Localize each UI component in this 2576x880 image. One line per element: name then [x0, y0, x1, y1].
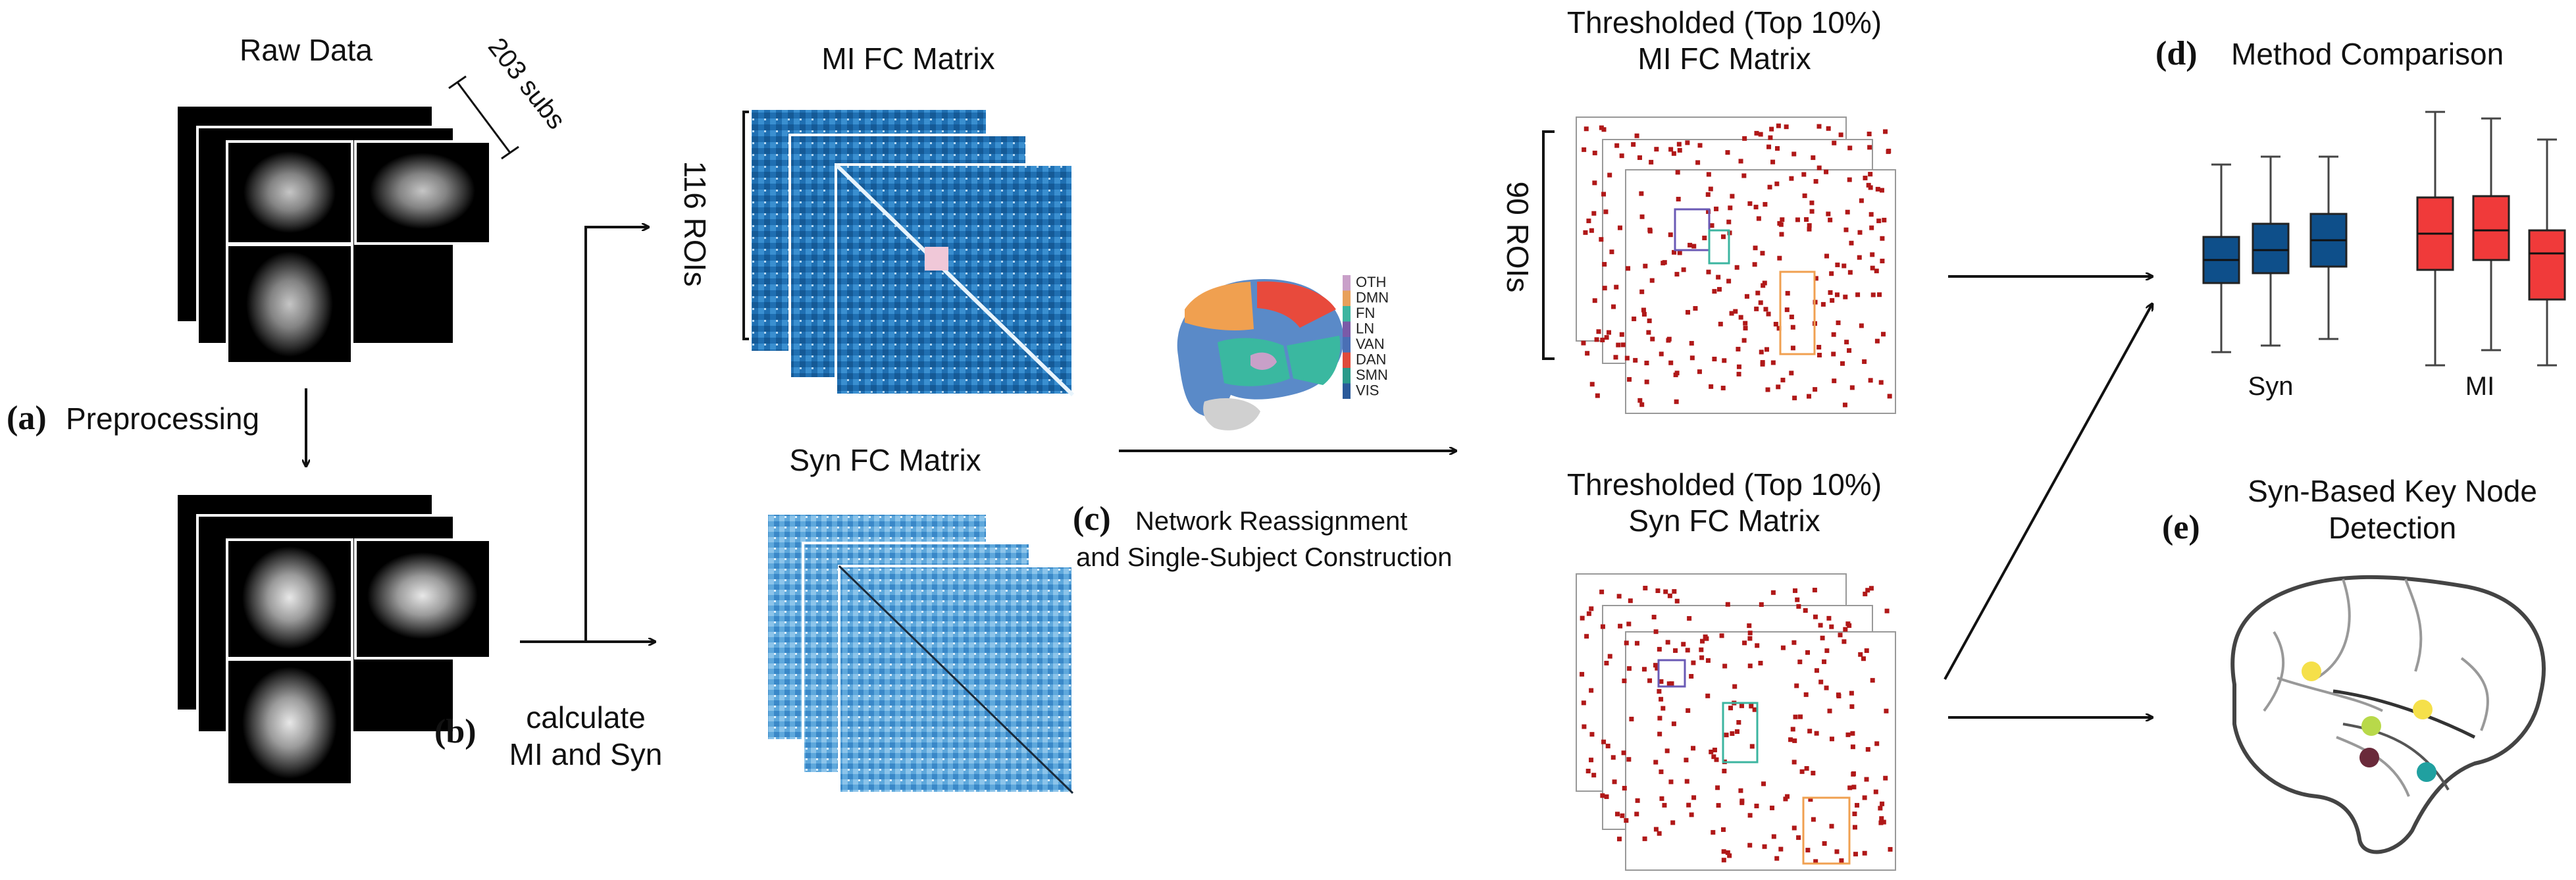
legend-label-van: VAN — [1356, 336, 1385, 352]
key-node-1 — [2302, 661, 2321, 681]
boxplot-2 — [2252, 155, 2290, 347]
step-a-tag: (a) — [7, 400, 47, 437]
step-a-label: Preprocessing — [66, 401, 259, 436]
mi-matrix-title: MI FC Matrix — [821, 41, 994, 76]
legend-label-vis: VIS — [1356, 382, 1379, 399]
raw-data-stack — [175, 104, 492, 365]
thr-syn-matrix-stack — [1576, 573, 1896, 871]
boxplot-5 — [2472, 117, 2510, 351]
legend-label-dmn: DMN — [1356, 290, 1389, 306]
raw-mri-sagittal — [354, 140, 492, 245]
raw-mri-axial — [226, 244, 353, 365]
legend-label-oth: OTH — [1356, 274, 1386, 290]
mi-rois-bracket — [742, 111, 754, 340]
step-e-tag: (e) — [2162, 509, 2200, 546]
key-node-brain — [2230, 575, 2546, 854]
key-node-2 — [2361, 716, 2381, 736]
pre-mri-sagittal — [354, 538, 492, 660]
legend-swatch-oth — [1343, 275, 1351, 291]
brain-atlas — [1177, 279, 1344, 430]
thr-mi-matrix-stack — [1576, 116, 1896, 414]
thr-mi-title-2: MI FC Matrix — [1637, 41, 1811, 76]
boxplots — [2202, 111, 2566, 367]
thr-mi-rois-bracket — [1542, 130, 1555, 360]
syn-matrix-stack — [765, 512, 1074, 794]
key-nodes — [2302, 661, 2436, 782]
group-label-mi: MI — [2465, 372, 2494, 401]
key-node-5 — [2417, 762, 2436, 782]
thr-mi-rois-label: 90 ROIs — [1501, 182, 1535, 293]
step-c-label-1: Network Reassignment — [1135, 507, 1408, 536]
thr-syn-title-1: Thresholded (Top 10%) — [1567, 467, 1882, 502]
legend-label-dan: DAN — [1356, 351, 1386, 368]
legend-label-fn: FN — [1356, 305, 1375, 321]
raw-data-title: Raw Data — [240, 33, 373, 67]
subjects-count: 203 subs — [482, 32, 571, 134]
thr-syn-title-2: Syn FC Matrix — [1628, 504, 1820, 538]
step-c-tag: (c) — [1073, 500, 1111, 538]
thr-mi-title-1: Thresholded (Top 10%) — [1567, 5, 1882, 39]
subjects-bracket: 203 subs — [448, 32, 571, 160]
legend-label-ln: LN — [1356, 321, 1374, 337]
branch-arrows — [520, 227, 655, 642]
pre-mri-axial — [226, 658, 353, 786]
mi-rois-label: 116 ROIs — [678, 161, 712, 287]
legend-swatch-dan — [1343, 352, 1351, 368]
legend-swatch-vis — [1343, 383, 1351, 399]
step-d-tag: (d) — [2155, 35, 2198, 72]
boxplot-6 — [2528, 138, 2566, 367]
boxplot-3 — [2309, 155, 2348, 340]
step-e-label-1: Syn-Based Key Node — [2248, 474, 2537, 508]
legend-swatch-dmn — [1343, 290, 1351, 306]
syn-matrix-title: Syn FC Matrix — [789, 443, 981, 477]
legend-label-smn: SMN — [1356, 367, 1388, 383]
key-node-4 — [2359, 748, 2379, 767]
legend-swatch-van — [1343, 337, 1351, 353]
raw-mri-coronal — [226, 140, 353, 245]
legend-swatch-ln — [1343, 321, 1351, 337]
output-arrows — [1944, 276, 2152, 717]
boxplot-4 — [2416, 111, 2454, 367]
preprocessed-stack — [175, 492, 492, 786]
step-b-label-1: calculate — [526, 700, 646, 735]
legend-swatch-fn — [1343, 306, 1351, 322]
step-c-label-2: and Single-Subject Construction — [1076, 543, 1452, 572]
legend-swatch-smn — [1343, 368, 1351, 384]
step-b-label-2: MI and Syn — [509, 737, 663, 771]
step-b-tag: (b) — [434, 713, 477, 750]
step-e-label-2: Detection — [2329, 511, 2456, 545]
pre-mri-coronal — [226, 538, 353, 660]
step-d-label: Method Comparison — [2231, 37, 2504, 71]
group-label-syn: Syn — [2248, 372, 2294, 401]
mi-matrix-stack — [749, 107, 1075, 397]
key-node-3 — [2413, 700, 2433, 719]
boxplot-1 — [2202, 163, 2240, 353]
